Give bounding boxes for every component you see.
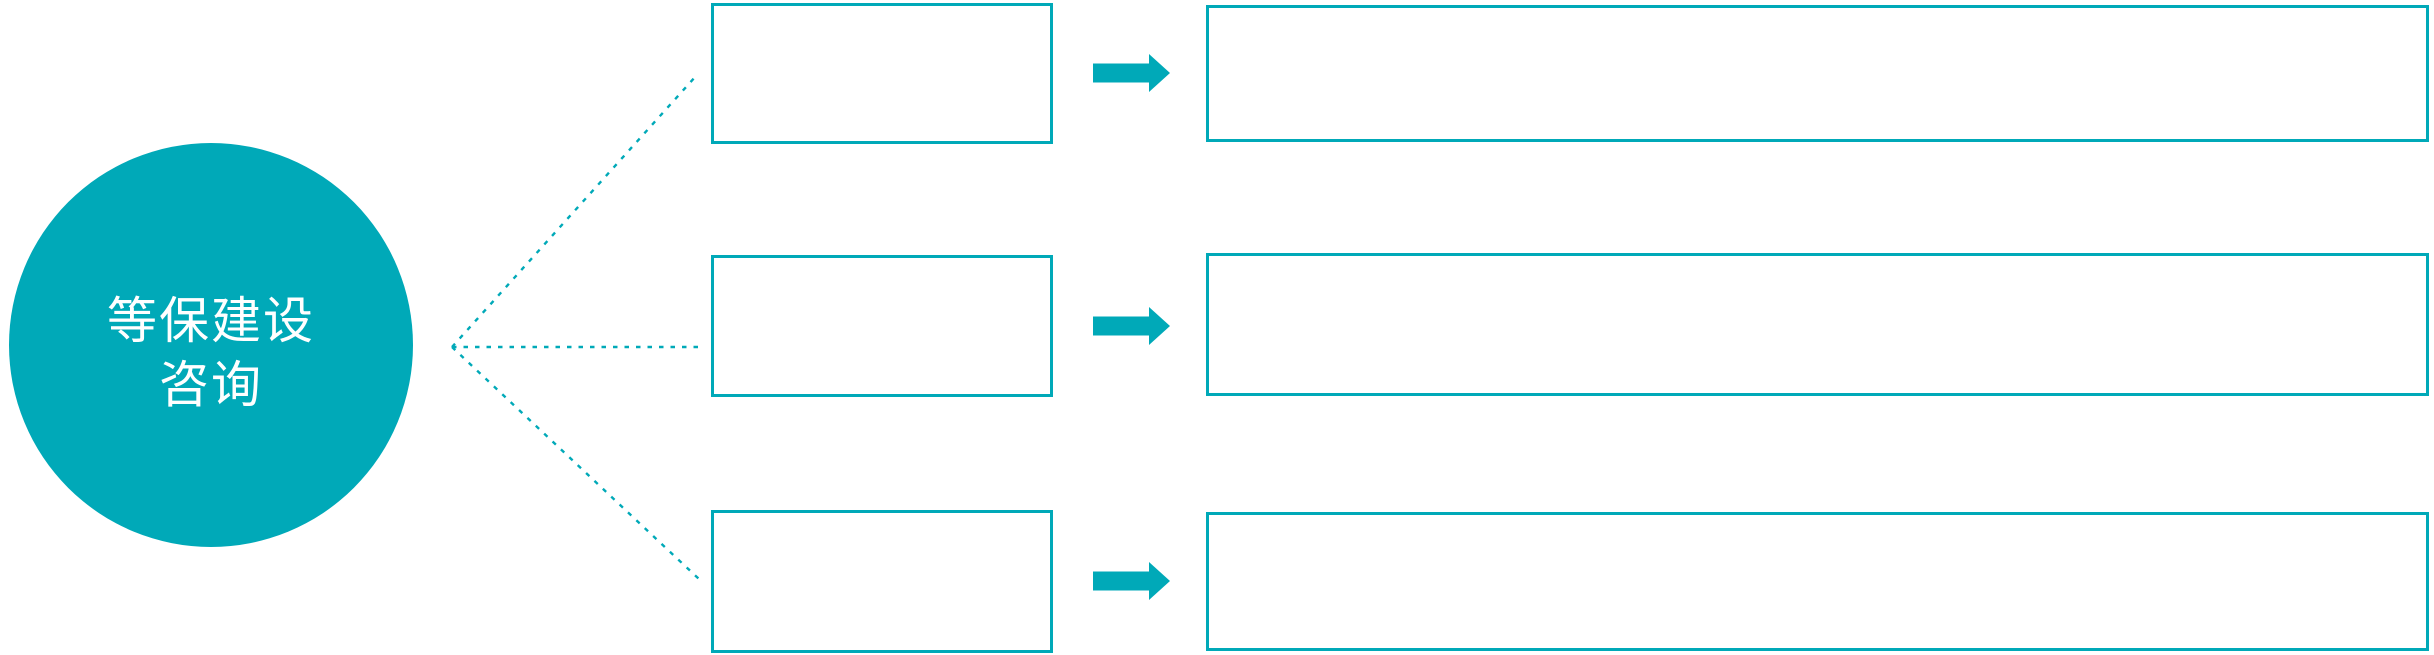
small-box-row-2[interactable] (711, 255, 1053, 397)
large-box-row-2[interactable] (1206, 253, 2429, 396)
large-box-row-1[interactable] (1206, 5, 2429, 142)
hub-label-line2: 咨询 (159, 356, 263, 414)
small-box-row-3[interactable] (711, 510, 1053, 653)
hub-circle[interactable]: 等保建设 咨询 (9, 143, 413, 547)
right-arrow-icon (1093, 562, 1170, 600)
small-box-row-1[interactable] (711, 3, 1053, 144)
dotted-connector-top-icon (451, 75, 697, 348)
large-box-row-3[interactable] (1206, 512, 2429, 651)
right-arrow-icon (1093, 307, 1170, 345)
right-arrow-icon (1093, 54, 1170, 92)
dotted-connector-bottom-icon (451, 346, 701, 581)
hub-label-line1: 等保建设 (107, 292, 315, 350)
hub-label: 等保建设 咨询 (107, 273, 315, 417)
